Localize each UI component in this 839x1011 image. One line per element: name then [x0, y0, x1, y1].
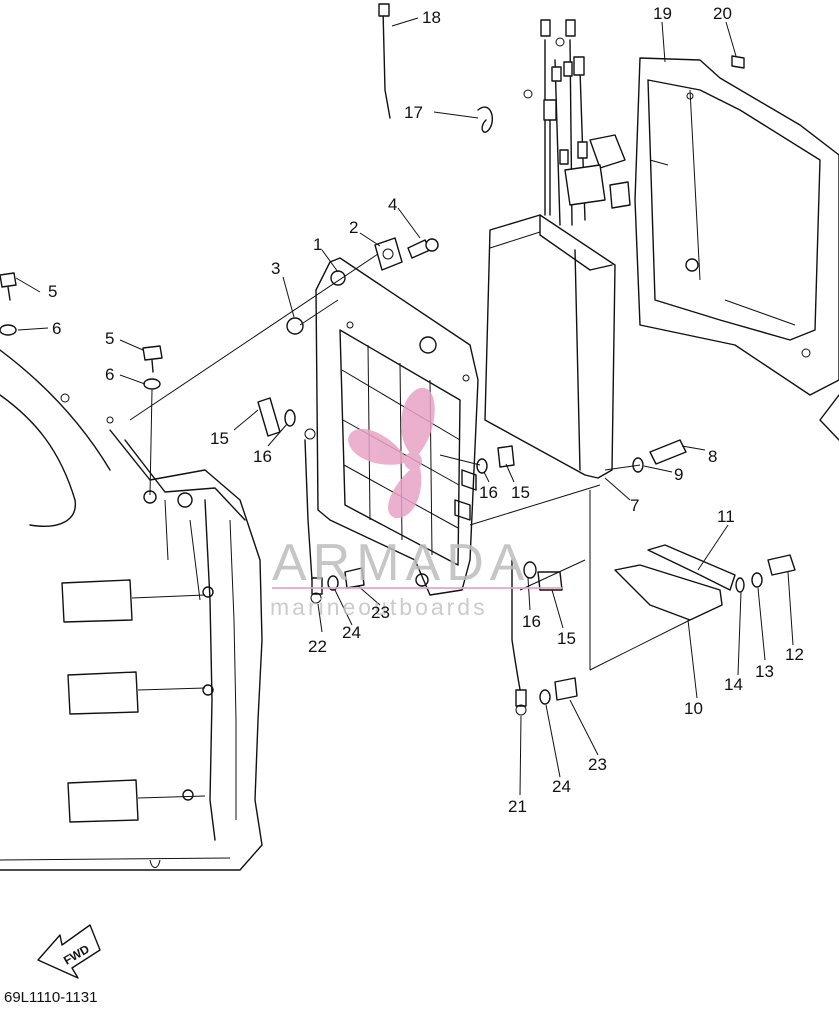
watermark-brand: ARMADA: [272, 534, 530, 592]
callout-15c: 15: [557, 629, 576, 648]
callout-11: 11: [717, 507, 735, 526]
callout-15a: 15: [210, 429, 229, 448]
propeller-logo-icon: [348, 387, 435, 519]
watermark: ARMADA marineoutboards: [270, 387, 562, 620]
callout-6: 6: [52, 319, 61, 338]
watermark-tagline: marineoutboards: [270, 594, 488, 620]
electrical-bracket: [315, 257, 479, 596]
propeller-blade-left: [348, 428, 408, 465]
callout-17: 17: [404, 103, 423, 122]
callout-15b: 15: [511, 483, 530, 502]
callout-16b: 16: [479, 483, 498, 502]
callout-6b: 6: [105, 365, 114, 384]
cdi-cover: [634, 57, 839, 441]
callout-12: 12: [785, 645, 804, 664]
callout-24b: 24: [552, 777, 571, 796]
callout-23a: 23: [371, 603, 390, 622]
callout-4: 4: [388, 195, 397, 214]
engine-block: [0, 349, 263, 871]
callout-18: 18: [422, 8, 441, 27]
callout-14: 14: [724, 675, 743, 694]
callout-3: 3: [271, 259, 280, 278]
callout-5: 5: [48, 282, 57, 301]
diagram-code: 69L1110-1131: [4, 989, 97, 1006]
callout-8: 8: [708, 447, 717, 466]
callout-20: 20: [713, 4, 732, 23]
propeller-hub: [404, 452, 422, 470]
callout-21: 21: [508, 797, 527, 816]
callout-10: 10: [684, 699, 703, 718]
fasteners: [0, 3, 796, 716]
callout-5b: 5: [105, 329, 114, 348]
callout-23b: 23: [588, 755, 607, 774]
callout-1: 1: [313, 235, 322, 254]
callout-13: 13: [755, 662, 774, 681]
callout-22: 22: [308, 637, 327, 656]
callout-7: 7: [630, 496, 639, 515]
callout-24a: 24: [342, 623, 361, 642]
wiring-harness: [523, 19, 631, 226]
cdi-unit: [484, 214, 616, 479]
callout-9: 9: [674, 465, 683, 484]
callout-labels: 1 2 3 4 5 6 5 6 7 8 9 10 11 12 13 14 15 …: [48, 4, 804, 816]
callout-19: 19: [653, 4, 672, 23]
callout-2: 2: [349, 218, 358, 237]
callout-16a: 16: [253, 447, 272, 466]
propeller-blade-right: [388, 466, 422, 519]
callout-16c: 16: [522, 612, 541, 631]
propeller-blade-top: [401, 387, 435, 455]
callout-leaders: [15, 17, 794, 796]
assembly-lines: [129, 253, 691, 671]
fwd-arrow: FWD: [37, 924, 101, 979]
